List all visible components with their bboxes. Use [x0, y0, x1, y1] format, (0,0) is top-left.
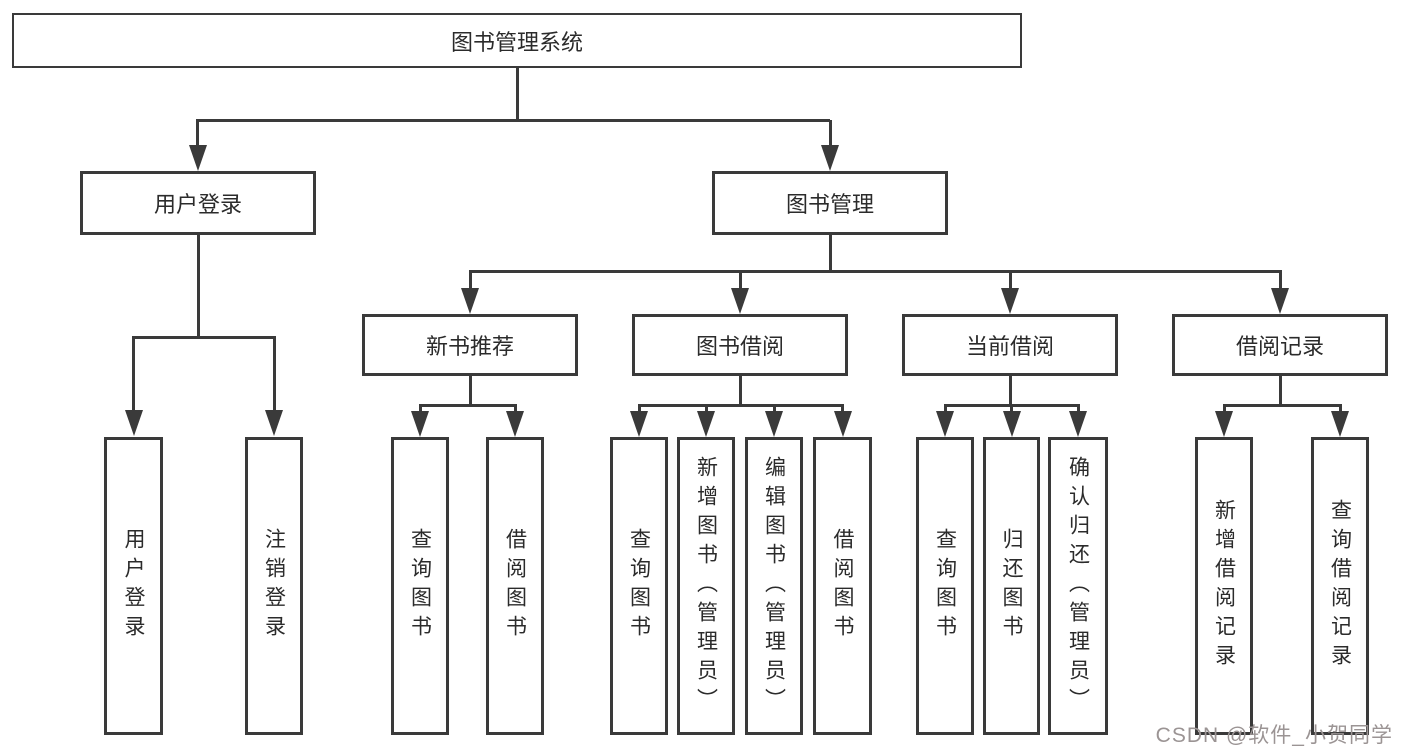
- node-book-borrowing: 图书借阅: [632, 314, 848, 376]
- node-book-management: 图书管理: [712, 171, 948, 235]
- node-label: 查询图书: [933, 528, 957, 644]
- connector-line: [943, 405, 947, 413]
- node-label: 借阅图书: [503, 528, 527, 644]
- connector-line: [738, 376, 742, 407]
- node-label: 确认归还（管理员）: [1066, 455, 1090, 717]
- connector-line: [418, 403, 517, 407]
- connector-line: [1338, 405, 1342, 413]
- connector-line: [132, 336, 276, 339]
- arrow-down-icon: [697, 411, 715, 437]
- leaf-confirm-return-admin: 确认归还（管理员）: [1048, 437, 1108, 735]
- node-library-management-system: 图书管理系统: [12, 13, 1022, 68]
- leaf-logout: 注销登录: [245, 437, 303, 735]
- arrow-down-icon: [821, 145, 839, 171]
- connector-line: [196, 235, 200, 339]
- leaf-add-book-admin: 新增图书（管理员）: [677, 437, 735, 735]
- leaf-query-books-1: 查询图书: [391, 437, 449, 735]
- leaf-user-login: 用户登录: [104, 437, 163, 735]
- node-label: 注销登录: [262, 528, 286, 644]
- arrow-down-icon: [936, 411, 954, 437]
- arrow-down-icon: [461, 288, 479, 314]
- arrow-down-icon: [124, 410, 143, 436]
- node-label: 新书推荐: [425, 334, 514, 359]
- node-label: 借阅记录: [1235, 334, 1324, 359]
- connector-line: [418, 405, 422, 413]
- arrow-down-icon: [731, 288, 749, 314]
- node-label: 查询借阅记录: [1328, 499, 1352, 673]
- leaf-borrow-books-1: 借阅图书: [486, 437, 544, 735]
- connector-line: [132, 337, 135, 411]
- leaf-query-borrow-record: 查询借阅记录: [1311, 437, 1369, 735]
- connector-line: [841, 405, 844, 413]
- connector-line: [513, 405, 517, 413]
- node-label: 新增图书（管理员）: [694, 455, 718, 717]
- watermark-text: CSDN @软件_小贺同学: [1155, 724, 1393, 747]
- connector-line: [1278, 271, 1282, 291]
- connector-line: [1278, 376, 1282, 407]
- node-label: 新增借阅记录: [1212, 499, 1236, 673]
- connector-line: [468, 376, 472, 407]
- arrow-down-icon: [833, 411, 852, 437]
- node-label: 用户登录: [122, 528, 145, 644]
- connector-line: [1010, 405, 1013, 413]
- leaf-edit-book-admin: 编辑图书（管理员）: [745, 437, 803, 735]
- arrow-down-icon: [630, 411, 648, 437]
- connector-line: [828, 120, 832, 146]
- leaf-return-book: 归还图书: [983, 437, 1040, 735]
- connector-line: [637, 405, 641, 413]
- connector-line: [828, 235, 832, 273]
- connector-line: [704, 405, 708, 413]
- connector-line: [196, 120, 199, 146]
- node-label: 用户登录: [153, 192, 242, 217]
- node-label: 编辑图书（管理员）: [762, 455, 786, 717]
- arrow-down-icon: [1069, 411, 1087, 437]
- arrow-down-icon: [1001, 288, 1019, 314]
- arrow-down-icon: [411, 411, 429, 437]
- node-label: 图书管理系统: [450, 29, 583, 55]
- leaf-query-books-2: 查询图书: [610, 437, 668, 735]
- arrow-down-icon: [265, 410, 283, 436]
- node-current-borrowing: 当前借阅: [902, 314, 1118, 376]
- arrow-down-icon: [1271, 288, 1289, 314]
- connector-line: [1008, 271, 1012, 291]
- node-label: 查询图书: [408, 528, 432, 644]
- connector-line: [468, 270, 1282, 273]
- node-new-book-recommendation: 新书推荐: [362, 314, 578, 376]
- connector-line: [1076, 405, 1080, 413]
- leaf-borrow-books-2: 借阅图书: [813, 437, 872, 735]
- connector-line: [738, 271, 742, 291]
- node-borrowing-records: 借阅记录: [1172, 314, 1388, 376]
- arrow-down-icon: [1002, 411, 1021, 437]
- connector-line: [1008, 376, 1012, 407]
- leaf-add-borrow-record: 新增借阅记录: [1195, 437, 1253, 735]
- node-label: 当前借阅: [965, 334, 1054, 359]
- connector-line: [772, 405, 776, 413]
- connector-line: [637, 403, 844, 407]
- connector-line: [468, 271, 472, 291]
- connector-line: [272, 337, 276, 411]
- arrow-down-icon: [188, 145, 207, 171]
- node-label: 查询图书: [627, 528, 651, 644]
- node-label: 图书借阅: [695, 334, 784, 359]
- arrow-down-icon: [765, 411, 783, 437]
- node-label: 借阅图书: [831, 528, 854, 644]
- connector-line: [1222, 405, 1226, 413]
- connector-line: [1222, 403, 1342, 407]
- arrow-down-icon: [1215, 411, 1233, 437]
- connector-line: [196, 118, 830, 122]
- leaf-query-books-3: 查询图书: [916, 437, 974, 735]
- node-label: 图书管理: [785, 192, 874, 217]
- node-label: 归还图书: [1000, 528, 1023, 644]
- arrow-down-icon: [506, 411, 524, 437]
- connector-line: [515, 68, 519, 121]
- arrow-down-icon: [1331, 411, 1349, 437]
- node-user-login: 用户登录: [80, 171, 316, 235]
